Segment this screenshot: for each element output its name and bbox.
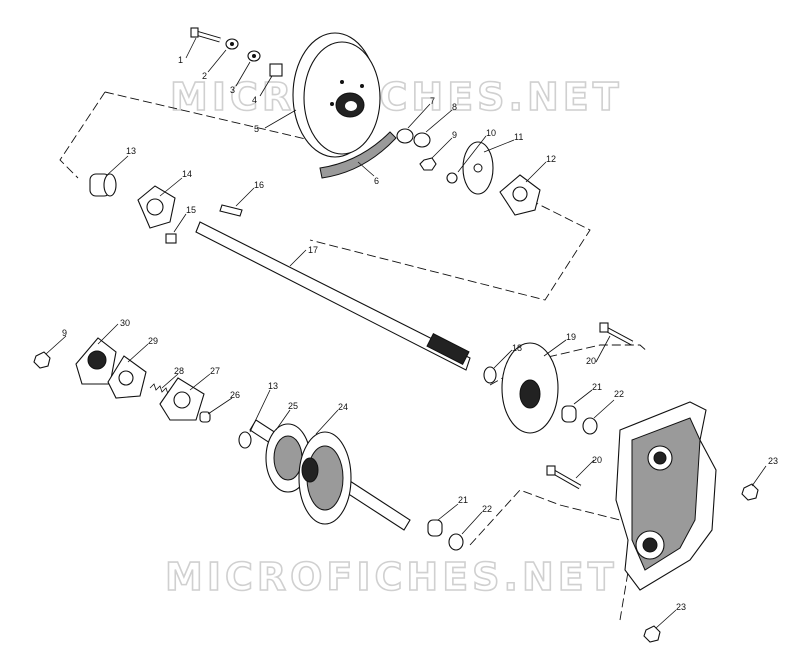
bearing-part-21-upper <box>561 405 577 423</box>
leader-lines <box>45 37 767 629</box>
flange-part-12 <box>499 174 541 216</box>
oring-part-8 <box>413 132 431 148</box>
callout-28: 28 <box>174 366 184 376</box>
callout-25: 25 <box>288 401 298 411</box>
drive-sprocket-assembly-part-24-25 <box>249 419 411 531</box>
callout-23-lower: 23 <box>676 602 686 612</box>
callout-22-lower: 22 <box>482 504 492 514</box>
callout-12: 12 <box>546 154 556 164</box>
nut-part-9-lower <box>33 351 51 369</box>
callout-6: 6 <box>374 176 379 186</box>
flange-part-30 <box>75 337 117 385</box>
callout-1: 1 <box>178 55 183 65</box>
callout-9-upper: 9 <box>452 130 457 140</box>
brake-disc-part-19 <box>501 342 559 434</box>
bearing-part-13-upper <box>89 173 117 197</box>
nut-part-9-upper <box>419 157 437 171</box>
seal-part-22-lower <box>448 533 464 551</box>
callout-7: 7 <box>430 96 435 106</box>
assembly-dashed-lines <box>59 91 649 621</box>
watermark-bottom: MICROFICHES.NET <box>165 555 618 599</box>
flange-part-14 <box>137 185 176 229</box>
gasket-part-29 <box>107 355 147 399</box>
spacer-part-4 <box>269 63 283 77</box>
lower-drive-assembly <box>33 322 759 643</box>
callout-5: 5 <box>254 124 259 134</box>
bolt-part-20-upper <box>599 322 634 346</box>
upper-drive-assembly <box>89 27 541 371</box>
callout-13-lower: 13 <box>268 381 278 391</box>
callout-24: 24 <box>338 402 348 412</box>
washer-part-10 <box>446 172 458 184</box>
bolt-part-20-lower <box>546 465 582 490</box>
callout-2: 2 <box>202 71 207 81</box>
callout-27: 27 <box>210 366 220 376</box>
circlip-part-18 <box>483 366 497 384</box>
bushing-part-26 <box>199 411 211 423</box>
bolt-part-1 <box>190 27 221 43</box>
callout-30: 30 <box>120 318 130 328</box>
callout-16: 16 <box>254 180 264 190</box>
callout-23-upper: 23 <box>768 456 778 466</box>
callout-20-lower: 20 <box>592 455 602 465</box>
callout-numbers: 1 2 3 4 5 6 7 8 9 10 11 12 13 14 15 16 1… <box>62 55 778 612</box>
callout-22-upper: 22 <box>614 389 624 399</box>
flange-part-27 <box>159 377 205 421</box>
callout-15: 15 <box>186 205 196 215</box>
callout-14: 14 <box>182 169 192 179</box>
callout-19: 19 <box>566 332 576 342</box>
callout-3: 3 <box>230 85 235 95</box>
callout-18: 18 <box>512 343 522 353</box>
plate-part-11 <box>462 141 494 195</box>
seal-part-22-upper <box>582 417 598 435</box>
bearing-part-21-lower <box>427 519 443 537</box>
callout-9-lower: 9 <box>62 328 67 338</box>
bolt-part-15 <box>165 233 177 244</box>
watermark-top: MICROFICHES.NET <box>170 75 623 119</box>
callout-8: 8 <box>452 102 457 112</box>
chaincase-housing <box>615 401 717 591</box>
callout-17: 17 <box>308 245 318 255</box>
shaft-part-17 <box>195 221 471 371</box>
callout-13-upper: 13 <box>126 146 136 156</box>
chain-part-6 <box>319 131 397 179</box>
bearing-part-13-lower <box>238 431 252 449</box>
callout-10: 10 <box>486 128 496 138</box>
callout-11: 11 <box>514 132 523 142</box>
callout-21-upper: 21 <box>592 382 602 392</box>
nut-part-23-upper <box>741 483 759 501</box>
nut-part-23-lower <box>643 625 661 643</box>
key-part-16 <box>219 204 243 217</box>
callout-4: 4 <box>252 95 257 105</box>
callout-29: 29 <box>148 336 158 346</box>
callout-26: 26 <box>230 390 240 400</box>
pulley-part-5 <box>292 32 381 158</box>
callout-21-lower: 21 <box>458 495 468 505</box>
callout-20-upper: 20 <box>586 356 596 366</box>
oring-part-7 <box>396 128 414 144</box>
